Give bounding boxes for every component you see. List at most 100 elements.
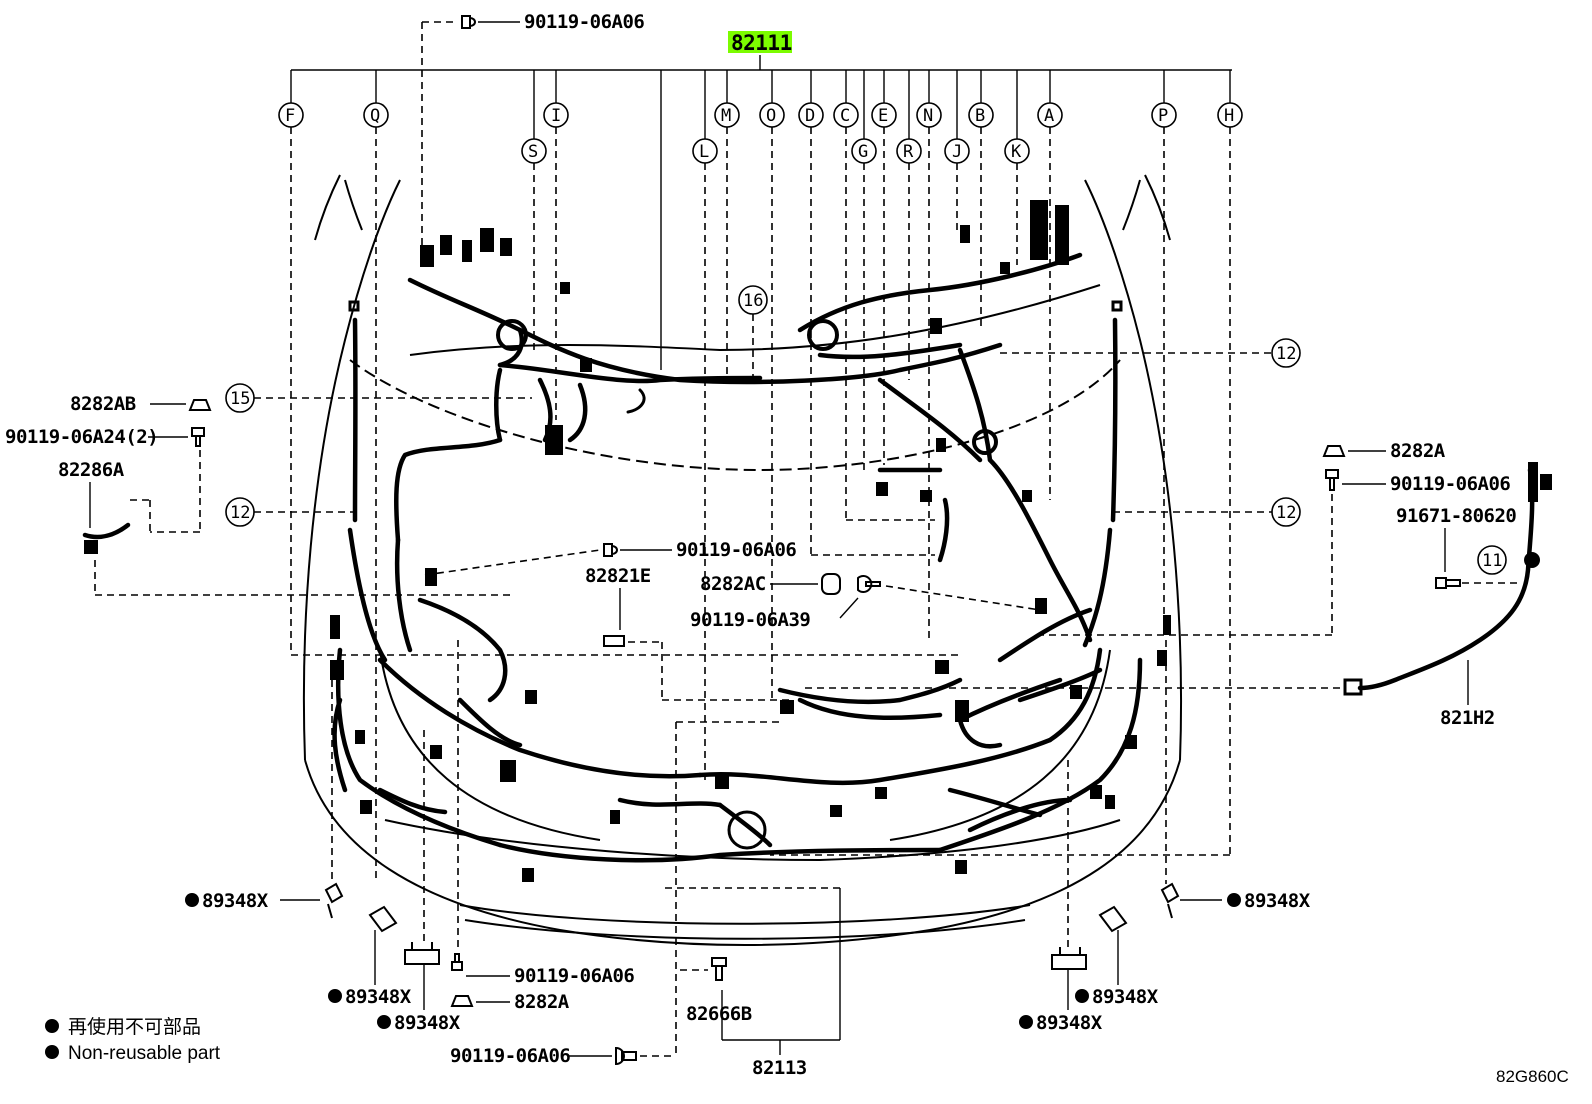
part-89348X-right[interactable]: 89348X	[1160, 640, 1311, 919]
svg-text:K: K	[1011, 142, 1022, 162]
svg-text:90119-06A06: 90119-06A06	[450, 1045, 570, 1067]
non-reusable-dot-icon	[377, 1015, 391, 1029]
non-reusable-dot-icon	[1075, 989, 1089, 1003]
main-assembly-number: 82111	[731, 31, 792, 55]
callout-L[interactable]: L	[692, 138, 718, 164]
svg-text:89348X: 89348X	[1092, 986, 1159, 1008]
callout-11[interactable]: 11	[1477, 545, 1507, 575]
part-82286A[interactable]: 82286A	[58, 459, 515, 596]
part-82113[interactable]: 82113	[665, 887, 841, 1079]
bracket-icon	[82, 522, 131, 540]
svg-text:90119-06A06: 90119-06A06	[1390, 473, 1510, 495]
part-89348X-bottom-left-2[interactable]: 89348X	[377, 730, 461, 1034]
clip-icon	[1051, 947, 1087, 970]
callout-S[interactable]: S	[521, 138, 547, 164]
callout-E[interactable]: E	[871, 102, 897, 128]
part-89348X-bottom-right-1[interactable]: 89348X	[1075, 905, 1159, 1008]
callout-N[interactable]: N	[916, 102, 942, 128]
bolt-icon	[615, 1046, 637, 1066]
part-90119-06A39[interactable]: 90119-06A39	[690, 575, 1041, 631]
svg-text:90119-06A24(2): 90119-06A24(2)	[5, 426, 158, 448]
callout-M[interactable]: M	[714, 102, 740, 128]
callout-B[interactable]: B	[968, 102, 994, 128]
legend: 再使用不可部品 Non-reusable part	[45, 1016, 221, 1064]
part-90119-06A06-right[interactable]: 90119-06A06	[1040, 469, 1511, 636]
callout-D[interactable]: D	[798, 102, 824, 128]
vehicle-body-outline	[302, 174, 1183, 946]
callout-F[interactable]: F	[278, 102, 304, 128]
callout-R[interactable]: R	[896, 138, 922, 164]
svg-text:82821E: 82821E	[585, 565, 651, 587]
legend-jp: 再使用不可部品	[68, 1016, 201, 1038]
part-821H2[interactable]: 821H2	[800, 462, 1552, 729]
svg-text:R: R	[903, 142, 914, 162]
svg-text:M: M	[721, 106, 731, 126]
callout-Q[interactable]: Q	[363, 102, 389, 128]
callout-circles-top: F Q I M O D C E N B A P H	[278, 102, 1243, 128]
callout-C[interactable]: C	[833, 102, 859, 128]
bolt-icon	[1325, 469, 1339, 491]
svg-text:G: G	[858, 142, 868, 162]
callout-12-right-mid[interactable]: 12	[1113, 497, 1301, 527]
callout-K[interactable]: K	[1004, 138, 1030, 164]
callout-G[interactable]: G	[851, 138, 877, 164]
part-8282A-right[interactable]: 8282A	[1322, 440, 1446, 462]
callout-12-right-top[interactable]: 12	[1000, 338, 1301, 368]
clip-icon	[368, 905, 398, 933]
svg-text:E: E	[878, 106, 888, 126]
svg-text:89348X: 89348X	[345, 986, 412, 1008]
svg-text:90119-06A06: 90119-06A06	[676, 539, 796, 561]
svg-text:91671-80620: 91671-80620	[1396, 505, 1516, 527]
part-90119-06A06-top[interactable]: 90119-06A06	[421, 11, 645, 250]
part-89348X-left[interactable]: 89348X	[185, 680, 344, 919]
non-reusable-dot-icon	[185, 893, 199, 907]
part-8282A-bot[interactable]: 8282A	[450, 991, 570, 1013]
part-89348X-bottom-left-1[interactable]: 89348X	[328, 905, 412, 1008]
part-82821E[interactable]: 82821E	[585, 565, 790, 701]
bolt-icon	[461, 15, 476, 29]
part-90119-06A06-bot[interactable]: 90119-06A06	[451, 640, 635, 987]
clip-icon	[1322, 445, 1346, 457]
harness-grommets	[496, 319, 998, 850]
svg-text:S: S	[528, 142, 538, 162]
svg-text:P: P	[1158, 106, 1168, 126]
clip-icon	[450, 995, 474, 1007]
svg-text:821H2: 821H2	[1440, 707, 1495, 729]
part-82666B[interactable]: 82666B	[680, 957, 752, 1025]
callout-J[interactable]: J	[944, 138, 970, 164]
bolt-icon	[451, 953, 463, 971]
part-89348X-bottom-right-2[interactable]: 89348X	[1019, 760, 1103, 1034]
svg-text:H: H	[1224, 106, 1234, 126]
callout-P[interactable]: P	[1151, 102, 1177, 128]
harness-connectors	[330, 200, 1171, 882]
part-90119-06A06-mid[interactable]: 90119-06A06	[424, 539, 797, 576]
callout-O[interactable]: O	[759, 102, 785, 128]
clip-icon	[603, 635, 625, 647]
part-90119-06A06-bottom[interactable]: 90119-06A06	[450, 721, 780, 1067]
callout-16[interactable]: 16	[738, 285, 768, 378]
clip-icon	[324, 882, 344, 919]
svg-text:B: B	[975, 106, 985, 126]
part-90119-06A24[interactable]: 90119-06A24(2)	[5, 426, 205, 533]
svg-text:D: D	[805, 106, 815, 126]
callout-I[interactable]: I	[543, 102, 569, 128]
non-reusable-dot-icon	[45, 1045, 59, 1059]
non-reusable-dot-icon	[328, 989, 342, 1003]
main-assembly-callout[interactable]: 82111	[728, 31, 792, 55]
callout-12-left[interactable]: 12	[225, 497, 355, 527]
part-91671-80620[interactable]: 91671-80620	[1396, 505, 1520, 589]
clip-icon	[1160, 882, 1180, 919]
legend-en: Non-reusable part	[68, 1043, 221, 1064]
part-8282AC[interactable]: 8282AC	[700, 573, 841, 595]
svg-text:12: 12	[1276, 503, 1296, 523]
svg-text:89348X: 89348X	[394, 1012, 461, 1034]
callout-H[interactable]: H	[1217, 102, 1243, 128]
svg-text:C: C	[840, 106, 850, 126]
svg-text:A: A	[1044, 106, 1054, 126]
part-8282AB[interactable]: 8282AB	[70, 393, 212, 415]
svg-text:N: N	[923, 106, 933, 126]
callout-A[interactable]: A	[1037, 102, 1063, 128]
bolt-icon	[711, 957, 727, 981]
callout-15[interactable]: 15	[225, 383, 532, 413]
